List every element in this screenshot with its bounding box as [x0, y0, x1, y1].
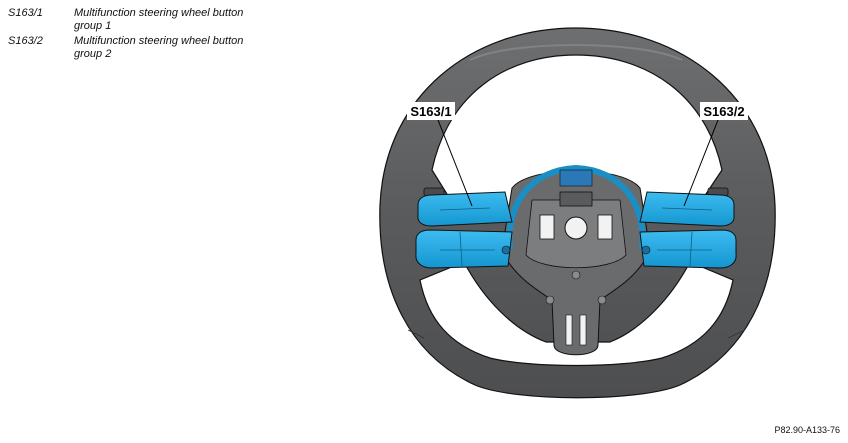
callout-leader-left [437, 119, 473, 207]
lower-spoke-slot-right [579, 314, 587, 346]
callout-label-right: S163/2 [703, 104, 744, 119]
figure-id: P82.90-A133-76 [774, 425, 840, 435]
rim-highlight [469, 44, 683, 61]
hub-slot-right [597, 214, 613, 240]
callout-box-left [407, 102, 455, 120]
callout-box-right [700, 102, 748, 120]
hub-slot-left [539, 214, 555, 240]
hub-screw [571, 270, 581, 280]
callout-label-left: S163/1 [410, 104, 451, 119]
legend-description: Multifunction steering wheel button grou… [74, 35, 244, 60]
hub-screw [597, 295, 607, 305]
button-group-2-lower [639, 229, 737, 269]
button-mount-screw [501, 245, 511, 255]
hub-center-bore [564, 216, 588, 240]
hub-slot-top [559, 191, 593, 207]
legend-code: S163/2 [8, 35, 43, 47]
button-mount-screw [641, 245, 651, 255]
legend-code: S163/1 [8, 7, 43, 19]
legend-row: S163/1 Multifunction steering wheel butt… [8, 7, 308, 33]
lower-spoke-slot-left [565, 314, 573, 346]
legend-description: Multifunction steering wheel button grou… [74, 7, 244, 32]
connector-block [559, 169, 593, 187]
callout-leader-right [683, 119, 719, 207]
button-detail [657, 207, 713, 267]
legend-row: S163/2 Multifunction steering wheel butt… [8, 35, 308, 61]
legend: S163/1 Multifunction steering wheel butt… [8, 7, 308, 63]
button-group-frame [506, 164, 646, 251]
hub-screw [545, 295, 555, 305]
button-detail [439, 207, 495, 267]
button-group-1-lower [415, 229, 513, 269]
rim-seam [407, 329, 746, 339]
